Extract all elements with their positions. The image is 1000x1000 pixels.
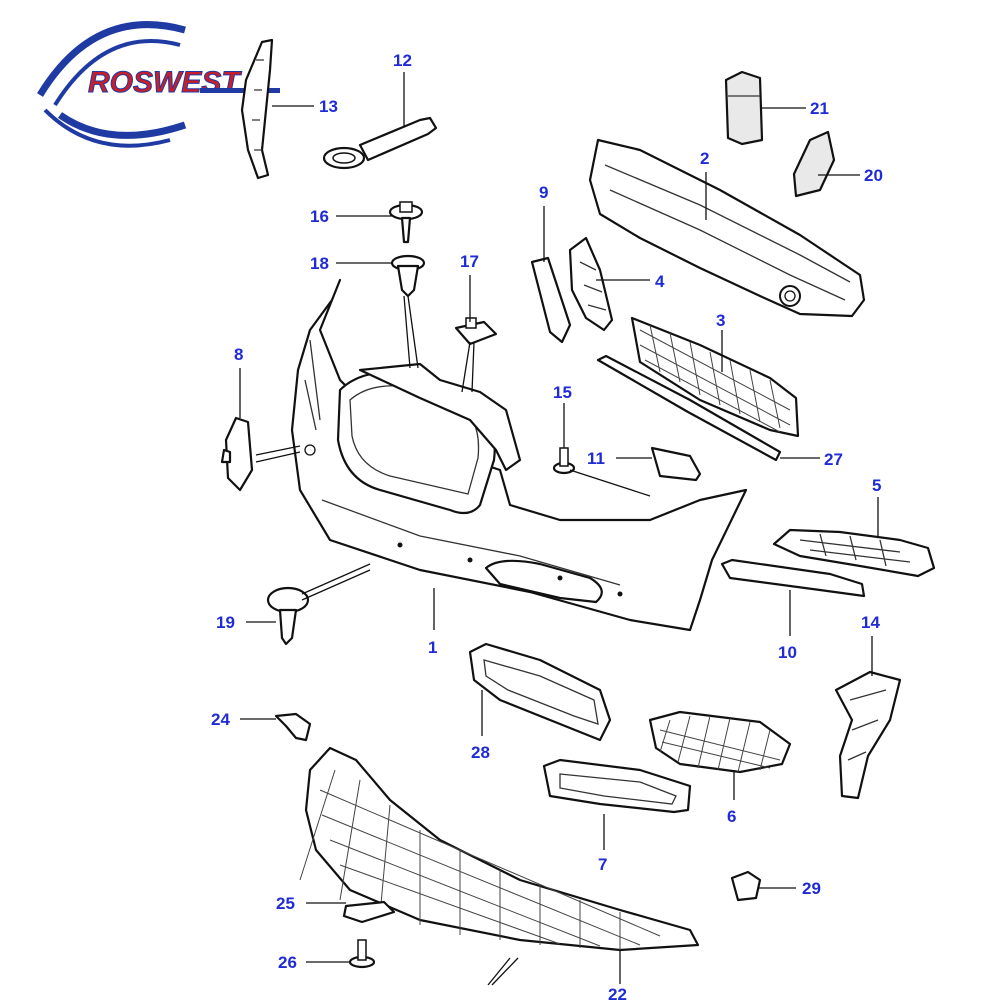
part-15-stud bbox=[552, 447, 576, 475]
callout-25: 25 bbox=[276, 894, 295, 913]
part-16-bolt bbox=[388, 201, 424, 244]
part-20-bracket bbox=[792, 130, 836, 198]
callout-24: 24 bbox=[211, 710, 230, 729]
callout-7: 7 bbox=[598, 855, 607, 874]
part-13-bracket bbox=[240, 38, 274, 180]
callout-22: 22 bbox=[608, 985, 627, 1000]
callout-18: 18 bbox=[310, 254, 329, 273]
part-2-impact-beam bbox=[588, 138, 866, 318]
part-27-strip bbox=[596, 354, 782, 462]
part-1-bumper-cover bbox=[290, 278, 748, 632]
callout-8: 8 bbox=[234, 345, 243, 364]
callout-20: 20 bbox=[864, 166, 883, 185]
part-19-push-clip bbox=[266, 586, 310, 646]
callout-26: 26 bbox=[278, 953, 297, 972]
part-14-bracket bbox=[834, 670, 902, 800]
part-3-lower-grille bbox=[630, 316, 800, 438]
part-8-tow-cover bbox=[220, 416, 254, 492]
callout-6: 6 bbox=[727, 807, 736, 826]
callout-19: 19 bbox=[216, 613, 235, 632]
callout-28: 28 bbox=[471, 743, 490, 762]
callout-17: 17 bbox=[460, 252, 479, 271]
brand-logo: ROSWEST bbox=[37, 21, 280, 148]
callout-27: 27 bbox=[824, 450, 843, 469]
part-29-fastener bbox=[730, 870, 762, 902]
part-5-drl-housing bbox=[772, 528, 936, 578]
part-22-undertray bbox=[299, 746, 700, 952]
callout-9: 9 bbox=[539, 183, 548, 202]
callout-5: 5 bbox=[872, 476, 881, 495]
part-24-clip bbox=[274, 712, 312, 742]
part-7-fog-bezel bbox=[542, 758, 692, 814]
callout-1: 1 bbox=[428, 638, 437, 657]
part-17-clip bbox=[454, 317, 498, 346]
part-9-trim bbox=[530, 256, 572, 344]
callout-4: 4 bbox=[655, 272, 665, 291]
part-11-cover bbox=[650, 446, 702, 482]
callout-21: 21 bbox=[810, 99, 829, 118]
part-10-trim-strip bbox=[720, 558, 866, 598]
part-21-block bbox=[724, 70, 764, 146]
callout-15: 15 bbox=[553, 383, 572, 402]
callout-11: 11 bbox=[587, 449, 605, 468]
callout-13: 13 bbox=[319, 97, 338, 116]
part-6-fog-grille bbox=[648, 710, 792, 774]
part-25-bracket bbox=[342, 900, 396, 924]
logo-text: ROSWEST bbox=[88, 66, 242, 99]
callout-2: 2 bbox=[700, 149, 709, 168]
part-18-clip bbox=[390, 254, 426, 298]
callout-12: 12 bbox=[393, 51, 412, 70]
part-12-towing-eye bbox=[322, 116, 438, 170]
callout-10: 10 bbox=[778, 643, 797, 662]
callout-14: 14 bbox=[861, 613, 880, 632]
part-4-bracket bbox=[568, 236, 614, 332]
callout-3: 3 bbox=[716, 311, 725, 330]
callout-29: 29 bbox=[802, 879, 821, 898]
part-28-bezel bbox=[468, 642, 612, 742]
leader-lines bbox=[239, 72, 879, 986]
callout-16: 16 bbox=[310, 207, 329, 226]
part-26-screw bbox=[348, 939, 376, 969]
callout-labels: 12 13 21 2 20 16 9 18 17 4 3 8 15 11 27 … bbox=[211, 51, 883, 1000]
